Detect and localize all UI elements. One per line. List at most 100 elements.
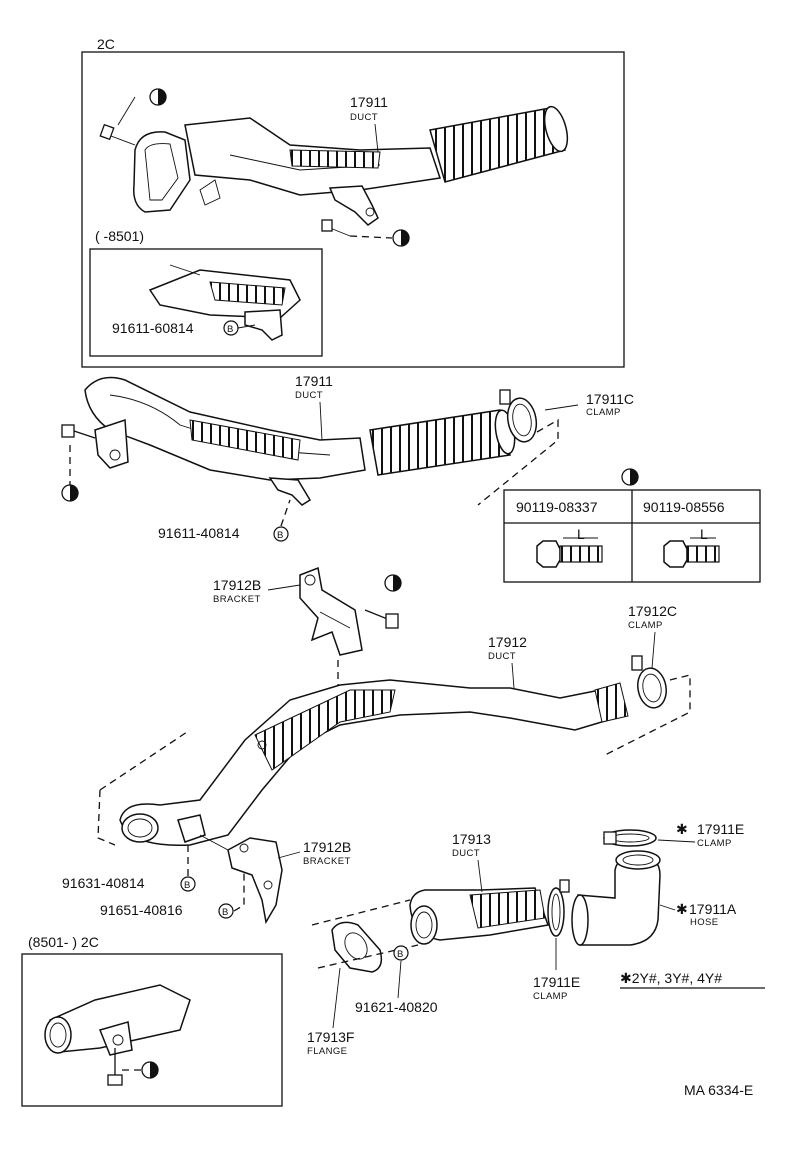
b-marker-text: B: [277, 530, 284, 541]
bolt-bracket: [364, 609, 399, 629]
clamp-mark: ✱: [676, 821, 688, 837]
leader-line: [651, 631, 656, 669]
projection-line: [604, 674, 691, 756]
part-name: DUCT: [488, 651, 516, 662]
half-black-circle-icon: [392, 229, 410, 247]
duct-17913-drawing: [409, 887, 550, 945]
leader-line: [477, 859, 483, 893]
leader-line: [332, 967, 341, 1029]
sub-inset-frame: [89, 248, 323, 357]
short-bolt-icon: [663, 537, 720, 568]
bolt-part-number: 91621-40820: [355, 999, 438, 1015]
half-black-circle-icon: [141, 1061, 159, 1079]
part-name: CLAMP: [628, 620, 663, 631]
half-black-circle-icon: [149, 88, 167, 106]
leader-line: [544, 404, 579, 411]
bracket-17912b-top-drawing: [299, 566, 363, 656]
duct-17911-drawing: [84, 376, 516, 506]
bolt-top-right: [321, 219, 393, 239]
long-bolt-icon: [536, 537, 603, 568]
part-name: DUCT: [295, 390, 323, 401]
leader-line: [319, 401, 323, 441]
part-name: FLANGE: [307, 1046, 347, 1057]
part-number: 17911: [350, 94, 388, 110]
bolt-table: 90119-08337 90119-08556 L L: [503, 489, 761, 583]
projection-line: [97, 729, 191, 846]
flange-17913f-drawing: [331, 921, 383, 973]
part-number: 17912C: [628, 603, 677, 619]
bolt-left: [61, 424, 96, 485]
part-name: CLAMP: [533, 991, 568, 1002]
part-number: 17912B: [303, 839, 351, 855]
table-col1-part: 90119-08337: [516, 499, 598, 515]
leader-line: [511, 662, 515, 689]
b-marker-text: B: [227, 324, 234, 335]
b-marker-text: B: [222, 907, 229, 918]
part-name: HOSE: [690, 917, 719, 928]
part-number: 17911E: [533, 974, 580, 990]
inset-bottom-label: (8501- ) 2C: [28, 934, 99, 950]
part-number: 17911: [295, 373, 333, 389]
leader-line: [657, 839, 696, 843]
half-black-circle-icon: [61, 484, 79, 502]
sub-inset-duct-drawing: [148, 264, 301, 341]
b-marker-icon: [218, 903, 234, 919]
applicability-note: ✱2Y#, 3Y#, 4Y#: [620, 970, 722, 986]
inset-top-label: 2C: [97, 36, 115, 52]
clamp-17911c-drawing: [499, 389, 538, 443]
inset-bottom: (8501- ) 2C: [21, 934, 283, 1107]
clamp-17912c-drawing: [631, 655, 667, 709]
b-marker-icon: [180, 876, 196, 892]
inset-top: 2C 17911 DUCT: [81, 36, 625, 368]
inset-top-frame: [81, 51, 625, 368]
hose-mark: ✱: [676, 901, 688, 917]
b-marker-text: B: [184, 880, 191, 891]
leader-line: [267, 584, 301, 591]
hose-17911a-drawing: [571, 850, 661, 946]
part-number: 17911C: [586, 391, 634, 407]
part-name: DUCT: [350, 112, 378, 123]
leader-line: [397, 960, 402, 999]
bolt-top-left: [99, 96, 136, 146]
part-number: 17911E: [697, 821, 744, 837]
b-marker-icon: [393, 945, 409, 961]
part-number: 17911A: [689, 901, 737, 917]
leader-line: [374, 123, 379, 153]
bolt-part-number: 91611-60814: [112, 320, 194, 336]
clamp-17911e-bottom-drawing: [547, 879, 570, 937]
sub-inset-range: ( -8501): [95, 228, 144, 244]
part-name: CLAMP: [697, 838, 732, 849]
inset-bottom-frame: [21, 953, 283, 1107]
b-marker-icon: [273, 526, 289, 542]
b-marker-text: B: [397, 949, 404, 960]
leader-line: [237, 324, 256, 329]
part-name: BRACKET: [303, 856, 351, 867]
diagram-reference: MA 6334-E: [684, 1082, 753, 1098]
part-number: 17912: [488, 634, 527, 650]
half-black-circle-icon: [384, 574, 402, 592]
bolt-part-number: 91631-40814: [62, 875, 145, 891]
bolt-part-number: 91651-40816: [100, 902, 183, 918]
table-col2-part: 90119-08556: [643, 499, 725, 515]
part-number: 17912B: [213, 577, 261, 593]
inset-bottom-duct-drawing: [44, 984, 191, 1056]
dim-label: L: [577, 526, 585, 542]
duct-17912-drawing: [119, 679, 629, 847]
half-black-circle-icon: [621, 468, 639, 486]
part-name: DUCT: [452, 848, 480, 859]
duct-17911-top-drawing: [132, 105, 569, 226]
leader-line: [199, 834, 229, 851]
bracket-17912b-bottom-drawing: [227, 837, 283, 925]
leader-line: [280, 499, 291, 527]
leader-line: [659, 904, 676, 911]
leader-line: [233, 860, 245, 912]
leader-line: [277, 851, 301, 859]
projection-line: [477, 418, 559, 506]
part-name: BRACKET: [213, 594, 261, 605]
part-number: 17913: [452, 831, 491, 847]
inset-bottom-bolt: [107, 1048, 142, 1086]
clamp-17911e-top-drawing: [603, 829, 657, 847]
dim-label: L: [700, 526, 708, 542]
part-name: CLAMP: [586, 407, 621, 418]
